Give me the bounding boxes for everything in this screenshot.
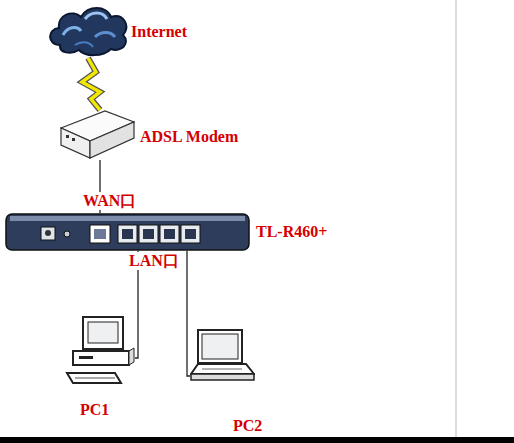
device-label: TL-R460+	[256, 223, 327, 241]
network-cable	[187, 251, 190, 376]
modem-node: ADSL Modem	[60, 110, 135, 160]
laptop-icon	[190, 328, 255, 386]
frame-line	[456, 0, 457, 437]
device-label: ADSL Modem	[140, 128, 238, 146]
router-icon	[5, 213, 250, 251]
device-label: PC2	[233, 417, 262, 435]
modem-icon	[60, 110, 135, 160]
cable-line	[187, 251, 190, 376]
router-node: TL-R460+	[5, 213, 250, 251]
lightning-outline	[82, 58, 100, 110]
cloud-icon	[45, 3, 130, 58]
port-label: WAN口	[82, 192, 137, 210]
laptop-node: PC2	[190, 328, 255, 386]
device-label: Internet	[131, 23, 187, 41]
lightning-link	[82, 58, 100, 110]
desktop-pc-icon	[65, 315, 135, 385]
lightning-bolt	[82, 58, 100, 110]
port-label: LAN口	[128, 252, 180, 270]
desktop-node: PC1	[65, 315, 135, 385]
bottom-band	[0, 437, 514, 443]
cloud-node: Internet	[45, 3, 130, 58]
device-label: PC1	[80, 401, 109, 419]
